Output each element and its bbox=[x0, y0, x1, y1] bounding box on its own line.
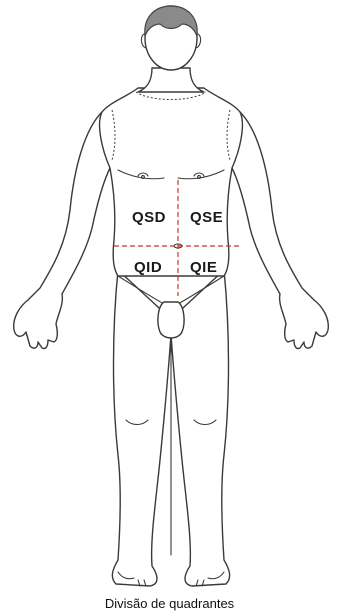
right-arm-outline bbox=[232, 112, 328, 349]
genital-region bbox=[158, 302, 184, 338]
label-qsd: QSD bbox=[132, 209, 166, 226]
neck-outline bbox=[138, 68, 204, 92]
body-diagram: QSD QSE QID QIE bbox=[0, 0, 339, 590]
label-qie: QIE bbox=[190, 259, 217, 276]
label-qid: QID bbox=[134, 259, 162, 276]
label-qse: QSE bbox=[190, 209, 223, 226]
figure-caption: Divisão de quadrantes bbox=[0, 596, 339, 611]
torso-outline bbox=[100, 88, 243, 276]
left-arm-outline bbox=[14, 112, 110, 349]
